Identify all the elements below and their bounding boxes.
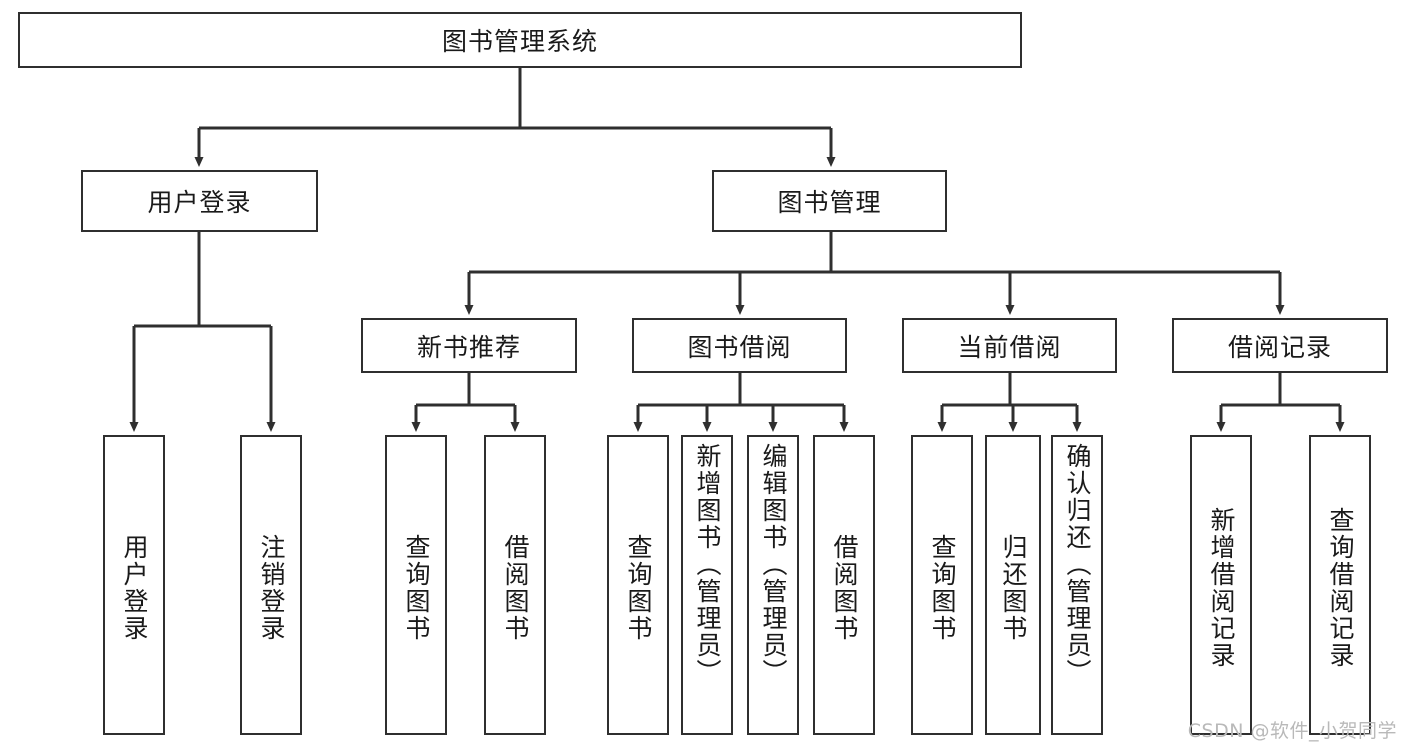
node-leaf-user-login[interactable]: 用户登录 xyxy=(103,435,165,735)
node-root[interactable]: 图书管理系统 xyxy=(18,12,1022,68)
node-leaf-query-book[interactable]: 查询图书 xyxy=(607,435,669,735)
node-book-borrow[interactable]: 图书借阅 xyxy=(632,318,847,373)
node-leaf-logout[interactable]: 注销登录 xyxy=(240,435,302,735)
node-leaf-add-book-label: 新增图书（管理员） xyxy=(693,443,722,686)
node-leaf-borrow-book-label: 借阅图书 xyxy=(830,534,859,642)
node-leaf-edit-book[interactable]: 编辑图书（管理员） xyxy=(747,435,799,735)
node-leaf-user-login-label: 用户登录 xyxy=(120,534,149,642)
node-leaf-add-record-label: 新增借阅记录 xyxy=(1207,507,1236,669)
node-current-borrow-label: 当前借阅 xyxy=(957,332,1062,362)
node-book-manage[interactable]: 图书管理 xyxy=(712,170,947,232)
node-leaf-logout-label: 注销登录 xyxy=(257,534,286,642)
node-leaf-return-book[interactable]: 归还图书 xyxy=(985,435,1041,735)
node-root-label: 图书管理系统 xyxy=(441,27,598,56)
node-leaf-borrow-book-rec-label: 借阅图书 xyxy=(501,534,530,642)
node-book-borrow-label: 图书借阅 xyxy=(687,332,792,362)
node-leaf-add-record[interactable]: 新增借阅记录 xyxy=(1190,435,1252,735)
node-book-manage-label: 图书管理 xyxy=(777,188,882,217)
node-leaf-borrow-book-rec[interactable]: 借阅图书 xyxy=(484,435,546,735)
node-leaf-return-book-label: 归还图书 xyxy=(999,534,1028,642)
node-leaf-query-book-rec-label: 查询图书 xyxy=(402,534,431,642)
node-leaf-query-book-cur[interactable]: 查询图书 xyxy=(911,435,973,735)
node-user-login-label: 用户登录 xyxy=(147,188,252,217)
node-borrow-record-label: 借阅记录 xyxy=(1227,332,1332,362)
node-leaf-borrow-book[interactable]: 借阅图书 xyxy=(813,435,875,735)
node-leaf-query-book-label: 查询图书 xyxy=(624,534,653,642)
node-leaf-confirm-return[interactable]: 确认归还（管理员） xyxy=(1051,435,1103,735)
node-leaf-add-book[interactable]: 新增图书（管理员） xyxy=(681,435,733,735)
node-new-book-recommend-label: 新书推荐 xyxy=(416,332,521,362)
node-leaf-query-record[interactable]: 查询借阅记录 xyxy=(1309,435,1371,735)
node-leaf-query-book-rec[interactable]: 查询图书 xyxy=(385,435,447,735)
node-leaf-edit-book-label: 编辑图书（管理员） xyxy=(759,443,788,686)
node-current-borrow[interactable]: 当前借阅 xyxy=(902,318,1117,373)
node-borrow-record[interactable]: 借阅记录 xyxy=(1172,318,1388,373)
node-leaf-confirm-return-label: 确认归还（管理员） xyxy=(1063,443,1092,686)
node-leaf-query-book-cur-label: 查询图书 xyxy=(928,534,957,642)
node-user-login[interactable]: 用户登录 xyxy=(81,170,318,232)
watermark-text: CSDN @软件_小贺同学 xyxy=(1187,720,1397,742)
node-leaf-query-record-label: 查询借阅记录 xyxy=(1326,507,1355,669)
node-new-book-recommend[interactable]: 新书推荐 xyxy=(361,318,577,373)
